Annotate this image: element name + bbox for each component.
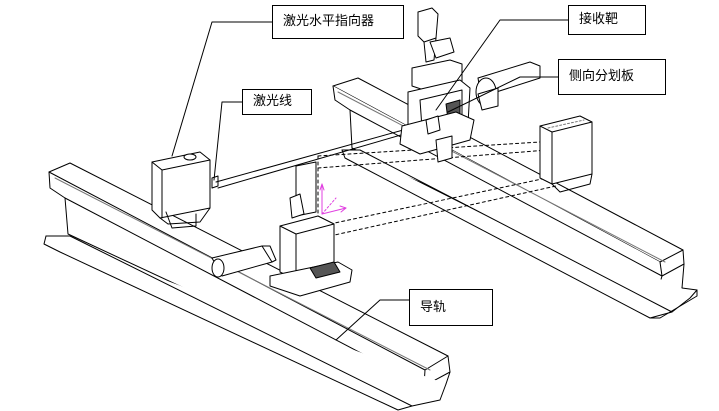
leader-lines — [171, 19, 569, 341]
label-receiving-target: 接收靶 — [568, 5, 646, 35]
receiving-target — [399, 7, 475, 163]
near-rail — [43, 162, 451, 411]
label-laser-emitter: 激光水平指向器 — [272, 5, 404, 39]
far-rail — [332, 77, 698, 319]
laser-emitter — [151, 151, 219, 229]
side-reticle-plate — [475, 61, 541, 111]
axis-marker — [319, 183, 347, 215]
label-guide-rail: 导轨 — [409, 289, 493, 326]
far-end-box — [539, 115, 593, 193]
laser-line — [215, 121, 433, 189]
label-side-reticle-plate: 侧向分划板 — [558, 59, 666, 95]
center-carriage — [211, 161, 353, 297]
label-laser-line: 激光线 — [242, 89, 312, 115]
